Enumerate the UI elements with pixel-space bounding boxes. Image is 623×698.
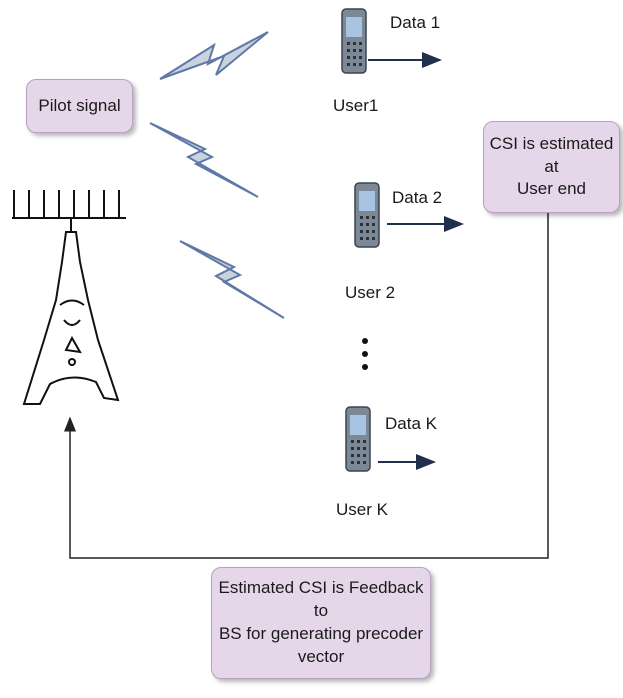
csi-box-line-2: User end xyxy=(517,179,586,199)
mobile-phone-icon xyxy=(354,182,380,248)
user-2-data-label: Data 2 xyxy=(392,188,443,207)
feedback-loop-line xyxy=(64,213,549,559)
csi-box-line-1: CSI is estimated at xyxy=(489,133,614,176)
user-1-data-label: Data 1 xyxy=(390,13,441,32)
lightning-bolt-icon xyxy=(179,240,285,319)
pilot-signal-box: Pilot signal xyxy=(26,79,133,133)
feedback-box: Estimated CSI is Feedback to BS for gene… xyxy=(211,567,431,679)
pilot-signal-label: Pilot signal xyxy=(38,95,121,115)
user-1-label: User1 xyxy=(333,96,379,115)
mobile-phone-icon xyxy=(341,8,367,74)
user-2-label: User 2 xyxy=(345,283,396,302)
lightning-bolt-icon xyxy=(159,31,269,80)
feedback-box-line-1: Estimated CSI is Feedback to xyxy=(218,578,424,621)
feedback-box-line-2: BS for generating precoder xyxy=(218,624,424,643)
feedback-box-line-3: vector xyxy=(297,646,345,666)
mobile-phone-icon xyxy=(345,406,371,472)
csi-estimated-box: CSI is estimated at User end xyxy=(483,121,620,213)
lightning-bolt-icon xyxy=(149,122,259,198)
antenna-tower-icon xyxy=(12,190,126,405)
user-k-label: User K xyxy=(336,500,388,519)
user-k-data-label: Data K xyxy=(385,414,437,433)
ellipsis-dots xyxy=(362,338,368,377)
